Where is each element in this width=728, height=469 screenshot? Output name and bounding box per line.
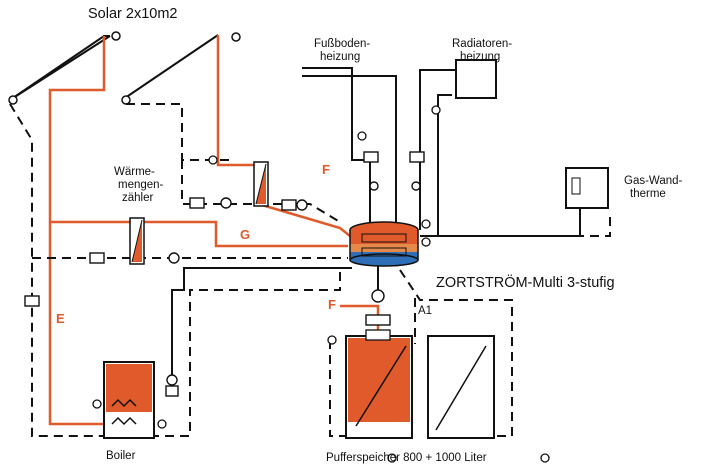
gas-boiler-label-2: therme xyxy=(630,188,666,200)
gas-wall-boiler xyxy=(565,167,609,209)
solar-collector-right xyxy=(121,32,241,105)
dashed-pipes xyxy=(9,103,611,437)
boiler-label: Boiler xyxy=(106,450,136,462)
a1-label: A1 xyxy=(418,305,433,317)
heat-meter-label-3: zähler xyxy=(122,192,154,204)
radiator-label-1: Radiatoren- xyxy=(452,38,513,50)
radiator xyxy=(455,59,497,99)
solar-label: Solar 2x10m2 xyxy=(88,6,178,22)
pipe-mark-e: E xyxy=(56,311,65,326)
buffer-tank-1000 xyxy=(427,335,495,439)
gas-boiler-label-1: Gas-Wand- xyxy=(624,175,683,187)
pipe-mark-g: G xyxy=(240,227,251,242)
zortstroem-manifold xyxy=(349,221,419,267)
heat-meter-upper xyxy=(253,161,269,207)
valves xyxy=(24,151,425,397)
boiler-tank xyxy=(103,361,155,439)
sensor-points xyxy=(92,105,550,463)
heat-meter-label-1: Wärme- xyxy=(114,166,155,178)
floor-heating-label-2: heizung xyxy=(320,51,361,63)
pipe-mark-f-upper: F xyxy=(322,162,330,177)
flow-pipes xyxy=(48,35,380,426)
heat-meter-label-2: mengen- xyxy=(118,179,164,191)
heat-meter-lower xyxy=(129,217,145,265)
buffer-tank-800 xyxy=(345,329,413,439)
floor-heating-label-1: Fußboden- xyxy=(314,38,371,50)
zortstroem-label: ZORTSTRÖM-Multi 3-stufig xyxy=(436,275,615,291)
buffer-tank-label: Pufferspeicher 800 + 1000 Liter xyxy=(326,452,487,464)
radiator-label-2: heizung xyxy=(460,51,501,63)
pipe-mark-f-lower: F xyxy=(328,297,336,312)
